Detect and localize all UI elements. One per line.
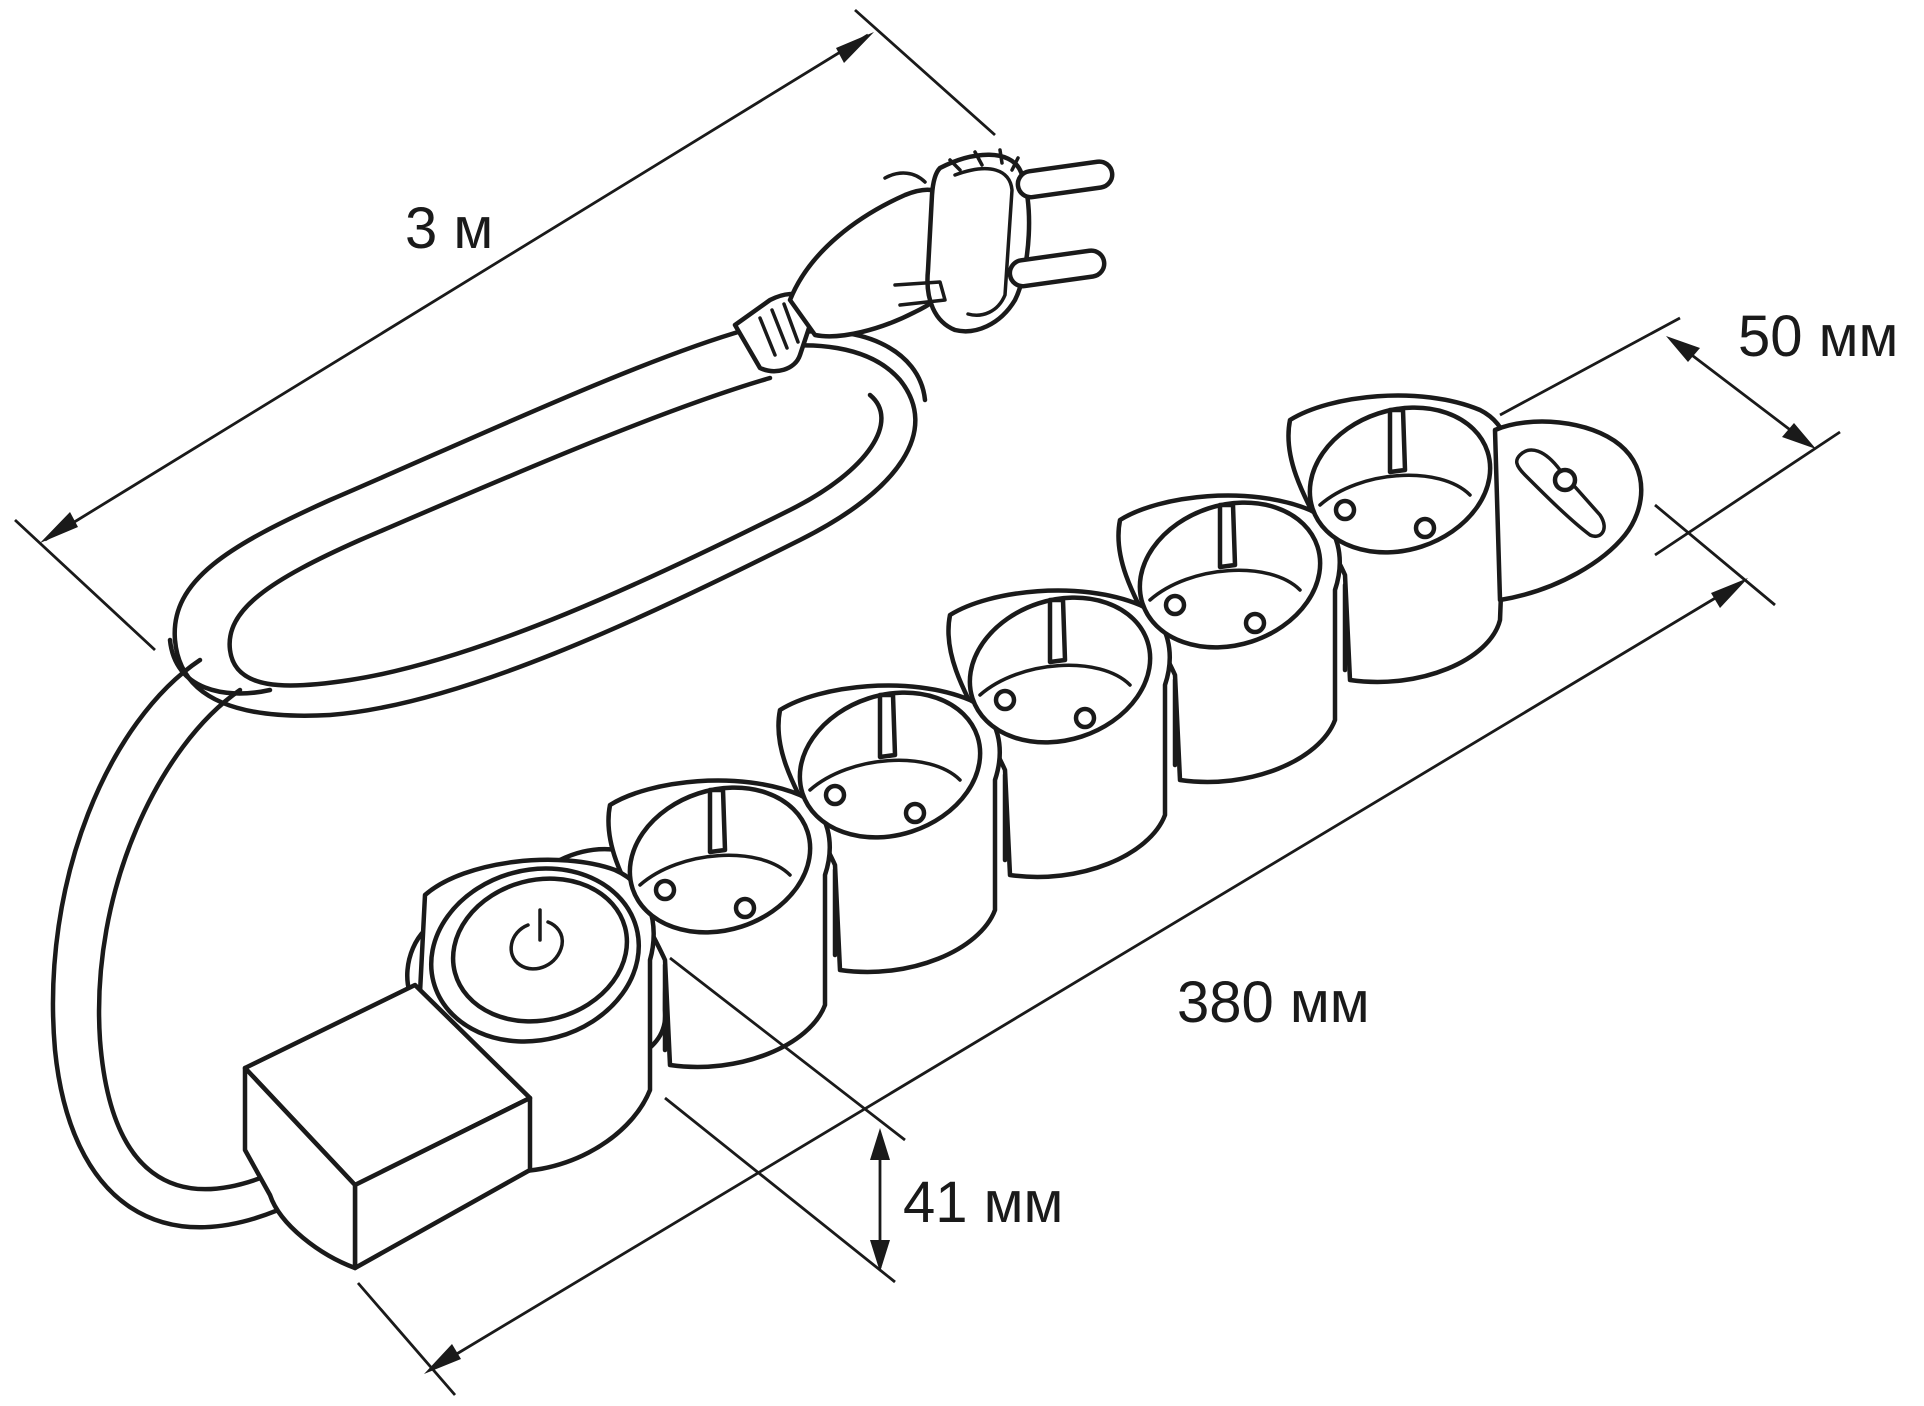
power-strip: [242, 393, 1644, 1271]
socket-3: [967, 595, 1153, 745]
width-label: 50 мм: [1738, 304, 1898, 369]
hanging-tab: [1492, 419, 1644, 603]
socket-1: [627, 785, 813, 935]
height-label: 41 мм: [903, 1170, 1063, 1235]
cable-entry-box: [242, 982, 533, 1271]
dimension-height: 41 мм: [664, 956, 1063, 1284]
power-icon: [509, 908, 565, 971]
dimension-cord-length: 3 м: [14, 8, 996, 652]
dimension-length: 380 мм: [356, 503, 1776, 1396]
power-switch: [428, 866, 642, 1044]
sockets: [627, 405, 1493, 935]
socket-4: [1137, 500, 1323, 650]
length-label: 380 мм: [1177, 970, 1370, 1035]
schuko-plug: [732, 148, 1115, 374]
cord-length-label: 3 м: [405, 196, 493, 261]
socket-5: [1307, 405, 1493, 555]
socket-2: [797, 690, 983, 840]
dimension-width: 50 мм: [1499, 304, 1898, 557]
